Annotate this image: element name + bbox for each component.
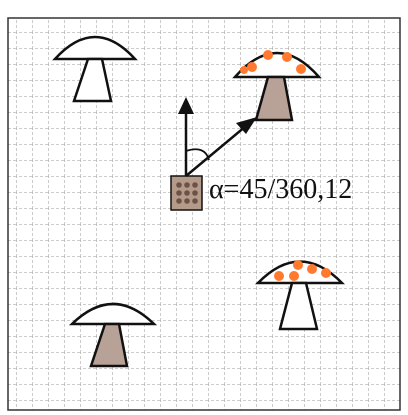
spot-dot <box>240 66 248 74</box>
spot-dot <box>321 268 331 278</box>
spot-dot <box>293 260 303 270</box>
spot-dot <box>296 64 306 74</box>
angle-arc <box>185 148 210 161</box>
mushroom-top-left <box>52 35 138 103</box>
spot-dot <box>263 50 273 60</box>
mushroom-bottom-left <box>68 302 158 368</box>
grid-frame <box>7 17 401 411</box>
angle-label: α=45/360,12 <box>209 174 352 205</box>
grid-background <box>8 18 400 410</box>
spot-dot <box>274 271 284 281</box>
spot-dot <box>307 264 317 274</box>
mushroom-top-right <box>232 50 322 122</box>
diagonal-arrowhead <box>236 117 257 134</box>
spot-dot <box>247 62 257 72</box>
diagonal-arrow-shaft <box>185 125 247 177</box>
vertical-arrowhead <box>178 97 194 114</box>
spot-dot <box>289 271 299 281</box>
agent-marker <box>170 175 203 211</box>
mushroom-bottom-right <box>255 260 345 331</box>
spot-dot <box>282 52 292 62</box>
direction-arrows <box>178 97 257 177</box>
